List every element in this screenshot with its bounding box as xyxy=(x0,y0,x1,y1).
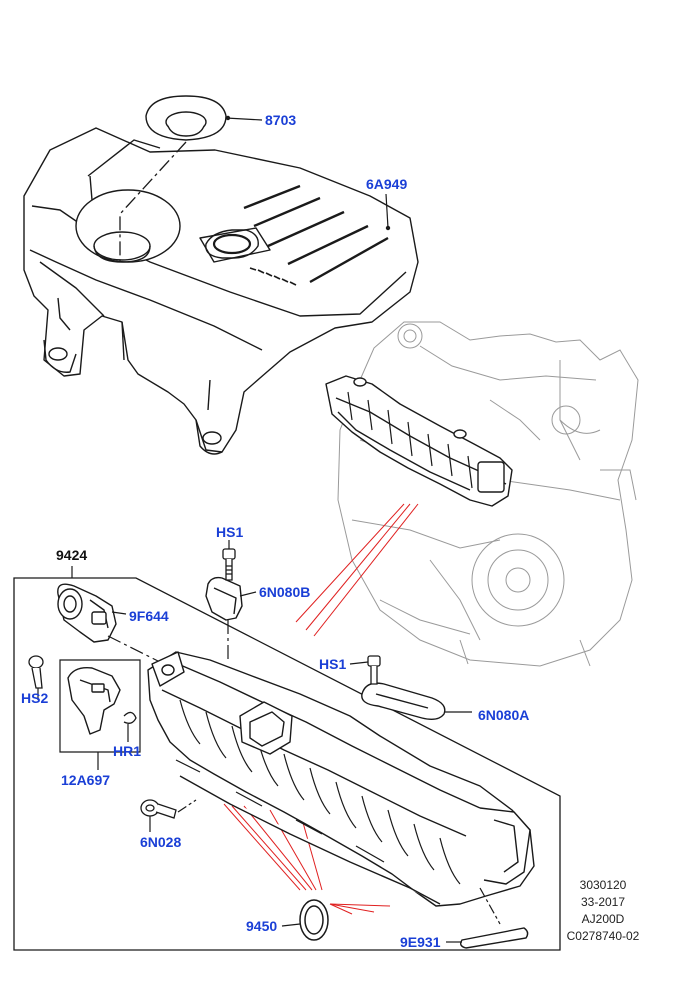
reference-block: 3030120 33-2017 AJ200D C0278740-02 xyxy=(548,877,658,945)
leader-9450 xyxy=(281,923,301,927)
ref-line-2: 33-2017 xyxy=(580,895,626,909)
callout-6N080B[interactable]: 6N080B xyxy=(259,584,311,600)
bolt-HS1-right xyxy=(367,655,381,685)
leader-HS1-right xyxy=(349,661,369,665)
sensor-12A697 xyxy=(67,667,121,735)
callout-8703[interactable]: 8703 xyxy=(265,112,297,128)
intake-manifold xyxy=(147,651,535,907)
engine-cover xyxy=(23,127,419,455)
callout-HS1-top[interactable]: HS1 xyxy=(216,524,244,540)
callout-9F644[interactable]: 9F644 xyxy=(129,608,169,624)
bolt-6N028 xyxy=(140,799,177,819)
callout-6N080A[interactable]: 6N080A xyxy=(478,707,530,723)
clip-HR1 xyxy=(123,711,137,724)
ref-line-4: C0278740-02 xyxy=(566,929,640,943)
callout-9E931[interactable]: 9E931 xyxy=(400,934,441,950)
engine-background xyxy=(337,321,639,667)
callout-6A949[interactable]: 6A949 xyxy=(366,176,408,192)
callout-12A697[interactable]: 12A697 xyxy=(61,772,111,788)
dash-6N028 xyxy=(177,799,197,813)
throttle-body xyxy=(57,583,117,643)
gasket-9E931 xyxy=(459,927,529,949)
gasket-6N080A xyxy=(361,682,446,721)
sensor-box xyxy=(59,659,141,753)
callout-HR1[interactable]: HR1 xyxy=(113,743,142,759)
leader-6A949 xyxy=(385,193,389,229)
manifold-on-engine xyxy=(325,375,513,507)
assembly-frame xyxy=(13,577,561,951)
dash-9E931 xyxy=(479,887,501,925)
leader-6N080B xyxy=(239,591,257,597)
leader-8703-dot xyxy=(225,115,231,121)
seal-9450 xyxy=(299,899,329,941)
bolt-HS2 xyxy=(28,655,44,689)
centerline xyxy=(119,141,187,264)
callout-9424[interactable]: 9424 xyxy=(56,547,88,563)
dash-throttle xyxy=(107,635,161,663)
leader-9F644 xyxy=(111,611,127,615)
ref-line-1: 3030120 xyxy=(579,878,627,892)
bolt-HS1-top xyxy=(222,548,236,581)
callout-6N028[interactable]: 6N028 xyxy=(140,834,182,850)
callout-9450[interactable]: 9450 xyxy=(246,918,278,934)
callout-HS2[interactable]: HS2 xyxy=(21,690,49,706)
ref-line-3: AJ200D xyxy=(581,912,625,926)
grommet xyxy=(145,95,227,141)
leader-6A949-dot xyxy=(385,225,391,231)
callout-HS1-right[interactable]: HS1 xyxy=(319,656,347,672)
bracket-6N080B xyxy=(205,576,243,621)
leader-8703 xyxy=(225,117,263,121)
